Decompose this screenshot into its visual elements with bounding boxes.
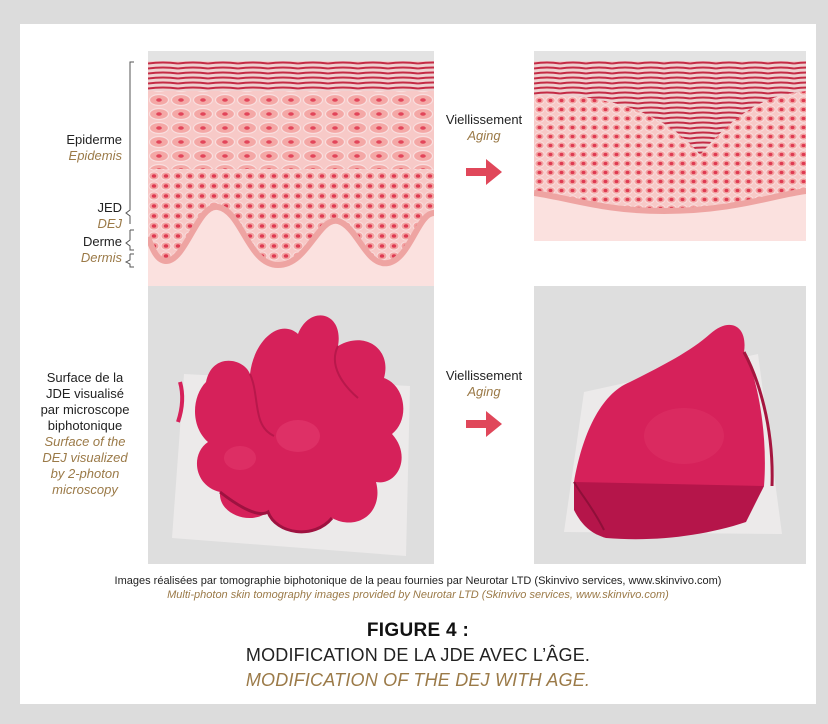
surface-label-fr-4: biphotonique — [26, 418, 144, 434]
image-credit-fr: Images réalisées par tomographie biphoto… — [20, 575, 816, 587]
aging-label-bottom-fr: Viellissement — [434, 368, 534, 383]
layer-braces — [124, 60, 138, 268]
dermis-label-fr: Derme — [40, 234, 122, 250]
surface-label-fr-3: par microscope — [26, 402, 144, 418]
surface-label-fr-2: JDE visualisé — [26, 386, 144, 402]
surface-label: Surface de la JDE visualisé par microsco… — [26, 370, 144, 498]
figure-title: FIGURE 4 : — [20, 620, 816, 642]
right-arrow-icon — [464, 408, 504, 440]
dermis-label: Derme Dermis — [40, 234, 122, 266]
surface-label-fr-1: Surface de la — [26, 370, 144, 386]
surface-label-en-1: Surface of the — [26, 434, 144, 450]
aging-label-bottom-en: Aging — [434, 384, 534, 399]
dermis-label-en: Dermis — [40, 250, 122, 266]
surface-label-en-3: by 2-photon — [26, 466, 144, 482]
figure-subtitle-en: MODIFICATION OF THE DEJ WITH AGE. — [20, 670, 816, 691]
dej-label-en: DEJ — [40, 216, 122, 232]
epidermis-label-en: Epidemis — [40, 148, 122, 164]
aging-label-top-en: Aging — [434, 128, 534, 143]
surface-label-en-2: DEJ visualized — [26, 450, 144, 466]
young-dej-surface-image — [148, 286, 434, 564]
aged-skin-illustration — [534, 51, 806, 241]
right-arrow-icon — [464, 156, 504, 188]
epidermis-label-fr: Epiderme — [40, 132, 122, 148]
image-credit-en: Multi-photon skin tomography images prov… — [20, 589, 816, 601]
figure-panel: Epiderme Epidemis JED DEJ Derme Dermis V… — [20, 24, 816, 704]
figure-subtitle-fr: MODIFICATION DE LA JDE AVEC L’ÂGE. — [20, 645, 816, 666]
dej-label: JED DEJ — [40, 200, 122, 232]
aging-label-top-fr: Viellissement — [434, 112, 534, 127]
dej-label-fr: JED — [40, 200, 122, 216]
surface-label-en-4: microscopy — [26, 482, 144, 498]
young-skin-illustration — [148, 51, 434, 289]
aged-dej-surface-image — [534, 286, 806, 564]
epidermis-label: Epiderme Epidemis — [40, 132, 122, 164]
